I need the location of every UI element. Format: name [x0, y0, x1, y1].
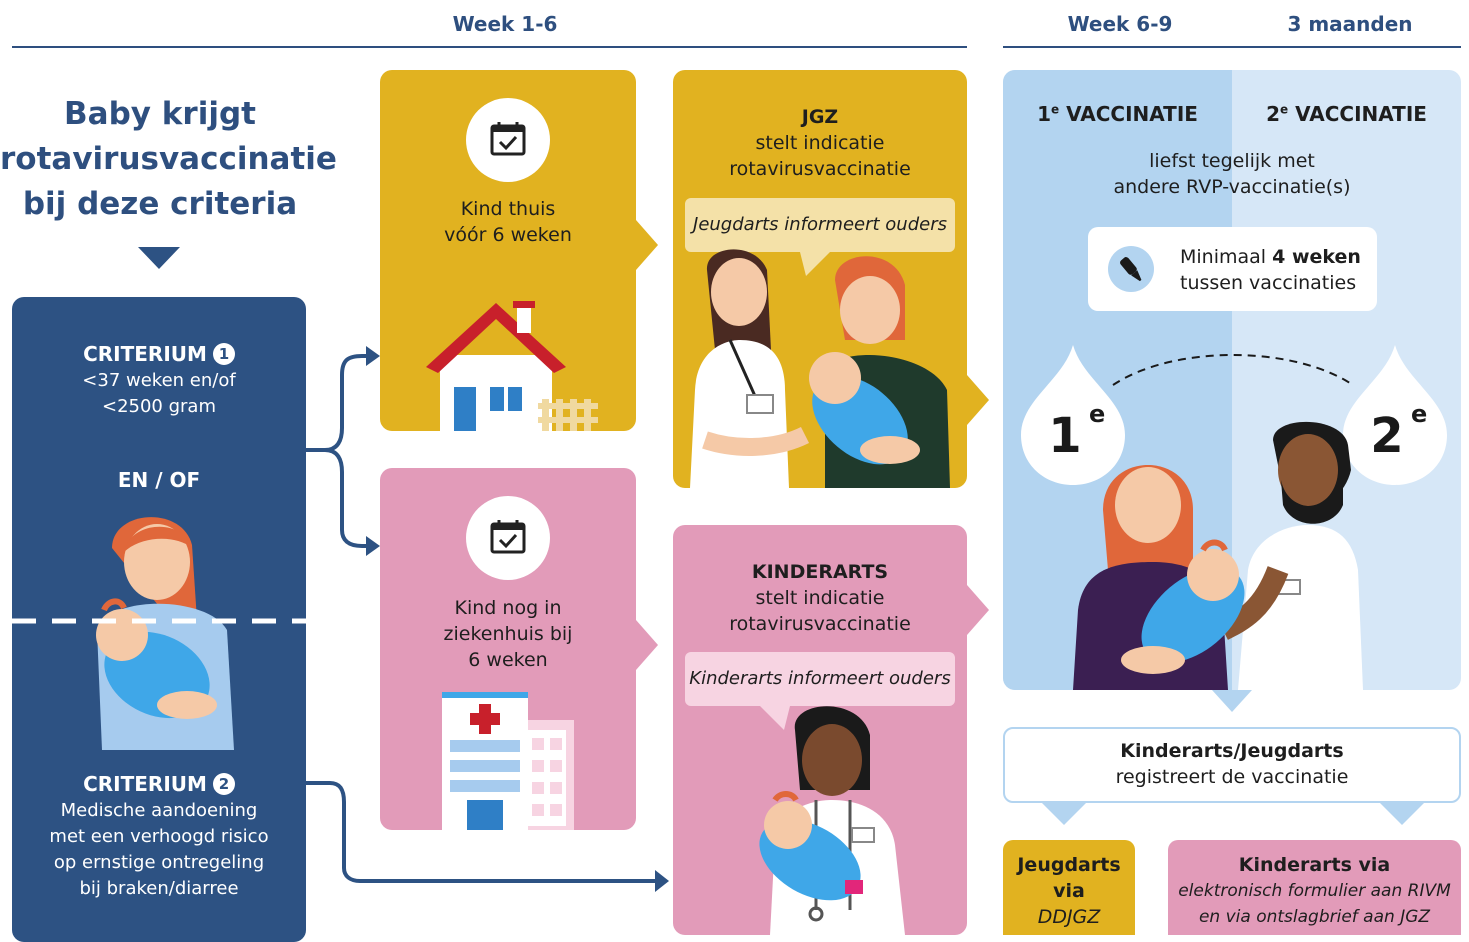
hospital-line-2: ziekenhuis bij [443, 623, 573, 645]
criterium-1-number: 1 [212, 343, 235, 365]
jeugdarts-via-box: Jeugdarts via DDJGZ [1003, 840, 1135, 935]
hospital-icon [442, 692, 574, 830]
kinderarts-via-line-1: elektronisch formulier aan RIVM [1178, 881, 1451, 901]
hospital-line-3: 6 weken [468, 649, 548, 671]
jgz-line-1: stelt indicatie [755, 132, 885, 154]
second-vaccination-label: VACCINATIE [1295, 102, 1427, 126]
second-vaccination-superscript: e [1280, 102, 1289, 117]
vaccination-illustration: 1 e 2 e [1021, 345, 1447, 690]
kinderarts-line-1: stelt indicatie [755, 587, 885, 609]
kinderarts-via-title: Kinderarts via [1238, 854, 1391, 876]
minimum-interval-text: Minimaal 4 weken tussen vaccinaties [1180, 244, 1370, 296]
minimum-weeks: 4 weken [1272, 246, 1361, 268]
jgz-bubble-tail-icon [800, 252, 830, 276]
kinderarts-line-2: rotavirusvaccinatie [729, 613, 911, 635]
header-week-1-6: Week 1-6 [452, 12, 558, 36]
drop-1-superscript: e [1089, 400, 1105, 428]
minimum-line-2: tussen vaccinaties [1180, 272, 1357, 294]
registration-title: Kinderarts/Jeugdarts [1120, 740, 1344, 762]
main-title: Baby krijgt rotavirusvaccinatie bij deze… [0, 92, 337, 227]
criterium-1-line-2: <2500 gram [101, 396, 216, 417]
flow-connectors [306, 346, 669, 892]
first-vaccination-number: 1 [1037, 102, 1051, 126]
together-text: liefst tegelijk met andere RVP-vaccinati… [1003, 148, 1461, 200]
mother-baby-illustration [12, 517, 306, 750]
kinderarts-box-arrow-icon [967, 585, 989, 635]
hospital-box-arrow-icon [636, 620, 658, 670]
jeugdarts-via-line-3: DDJGZ [1037, 906, 1101, 928]
vaccination-panel-down-arrow-icon [1212, 690, 1252, 712]
second-vaccination-header: 2e VACCINATIE [1232, 102, 1461, 126]
first-vaccination-header: 1e VACCINATIE [1003, 102, 1232, 126]
title-line-1: Baby krijgt [64, 96, 256, 132]
drop-2-number: 2 [1370, 408, 1403, 464]
jgz-title: JGZ [801, 106, 839, 128]
header-rule-right [1003, 46, 1461, 48]
jgz-box-text: JGZ stelt indicatie rotavirusvaccinatie [673, 104, 967, 182]
criterium-2-line-1: Medische aandoening [60, 800, 258, 821]
kinderarts-speech-bubble: Kinderarts informeert ouders [685, 652, 955, 706]
criterium-2-line-3: op ernstige ontregeling [53, 852, 265, 873]
calendar-check-icon-hospital [466, 496, 550, 580]
header-week-6-9: Week 6-9 [1067, 12, 1173, 36]
title-line-3: bij deze criteria [22, 186, 298, 222]
jeugdarts-via-line-1: Jeugdarts [1017, 854, 1121, 876]
header-3-months: 3 maanden [1287, 12, 1413, 36]
calendar-check-icon-home [466, 98, 550, 182]
second-vaccination-number: 2 [1266, 102, 1280, 126]
criterium-1-label: CRITERIUM [83, 342, 207, 366]
home-line-1: Kind thuis [460, 198, 556, 220]
first-vaccination-superscript: e [1051, 102, 1060, 117]
criterium-2-number: 2 [212, 773, 235, 795]
title-line-2: rotavirusvaccinatie [0, 141, 337, 177]
header-rule-left [12, 46, 967, 48]
home-line-2: vóór 6 weken [444, 224, 572, 246]
kinderarts-via-line-2: en via ontslagbrief aan JGZ [1198, 907, 1431, 927]
title-down-arrow-icon [138, 247, 180, 269]
jgz-speech-bubble: Jeugdarts informeert ouders [685, 198, 955, 252]
oral-dropper-icon [1108, 246, 1154, 292]
hospital-box-text: Kind nog in ziekenhuis bij 6 weken [380, 595, 636, 673]
registration-box: Kinderarts/Jeugdarts registreert de vacc… [1003, 727, 1461, 803]
kinderarts-bubble-tail-icon [760, 706, 790, 730]
kinderarts-box-text: KINDERARTS stelt indicatie rotavirusvacc… [673, 559, 967, 637]
jgz-box-arrow-icon [967, 375, 989, 425]
registration-line: registreert de vaccinatie [1115, 766, 1349, 788]
criterium-2-label: CRITERIUM [83, 772, 207, 796]
together-line-2: andere RVP-vaccinatie(s) [1113, 176, 1351, 198]
house-icon [426, 301, 598, 431]
first-vaccination-label: VACCINATIE [1066, 102, 1198, 126]
jgz-line-2: rotavirusvaccinatie [729, 158, 911, 180]
registration-right-arrow-icon [1378, 801, 1426, 825]
home-box-arrow-icon [636, 220, 658, 270]
minimum-prefix: Minimaal [1180, 246, 1273, 268]
criterium-2-line-2: met een verhoogd risico [49, 826, 269, 847]
drop-1-number: 1 [1048, 408, 1081, 464]
and-or-label: EN / OF [117, 468, 201, 492]
registration-left-arrow-icon [1040, 801, 1088, 825]
jeugdarts-via-line-2: via [1053, 880, 1085, 902]
home-box-text: Kind thuis vóór 6 weken [380, 196, 636, 248]
kinderarts-title: KINDERARTS [751, 561, 889, 583]
pediatrician-illustration [759, 706, 905, 935]
doctor-parent-illustration [690, 249, 950, 488]
criterium-1-line-1: <37 weken en/of [82, 370, 236, 391]
hospital-line-1: Kind nog in [454, 597, 562, 619]
together-line-1: liefst tegelijk met [1149, 150, 1315, 172]
criterium-2-line-4: bij braken/diarree [79, 878, 239, 899]
kinderarts-via-box: Kinderarts via elektronisch formulier aa… [1168, 840, 1461, 935]
drop-2-superscript: e [1411, 400, 1427, 428]
